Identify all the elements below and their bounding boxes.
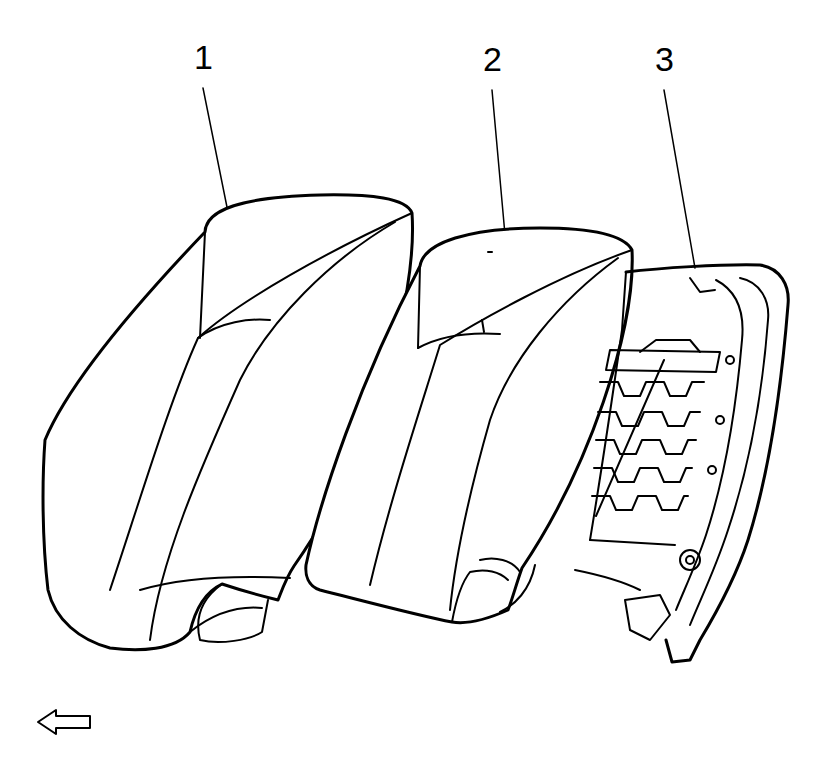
callout-number: 2 [483,42,502,76]
seat-back-frame [575,265,788,662]
seat-back-pad [306,228,632,623]
callout-number: 3 [655,42,674,76]
direction-arrow [38,710,90,734]
callout-number: 1 [194,40,213,74]
